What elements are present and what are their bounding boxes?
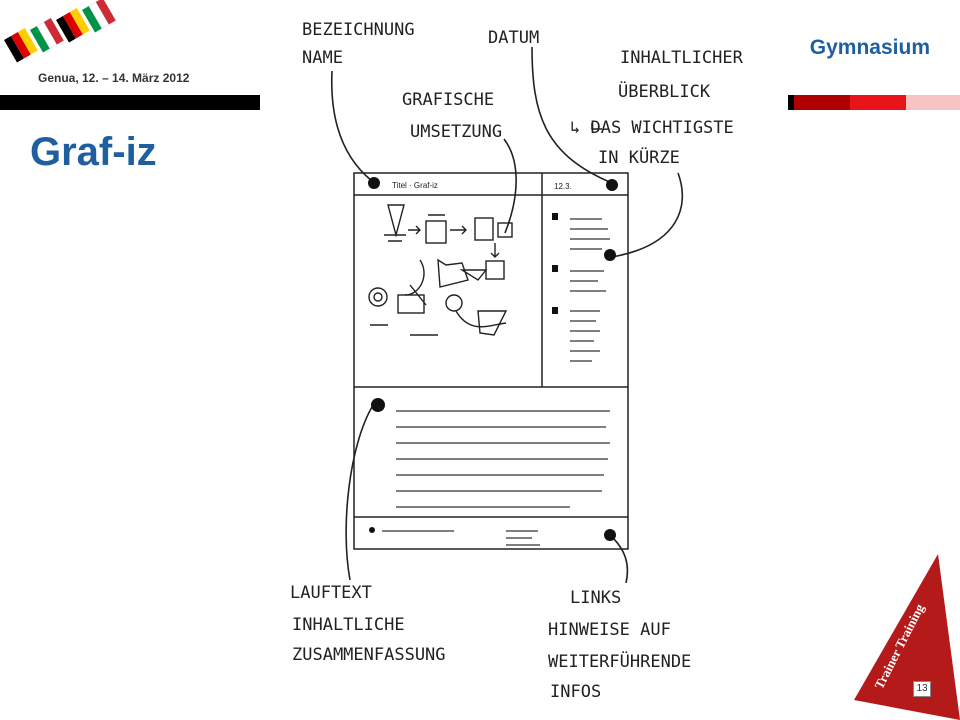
flags-logo (4, 0, 116, 63)
label-wichtigste: ↳ DAS WICHTIGSTE (570, 118, 734, 138)
header-bar-left (0, 95, 260, 110)
label-infos: INFOS (550, 682, 601, 702)
label-ueberblick: ÜBERBLICK (618, 80, 711, 102)
label-bezeichnung: BEZEICHNUNG (302, 20, 415, 40)
label-links: LINKS (570, 588, 621, 608)
label-zusammenfassung: ZUSAMMENFASSUNG (292, 645, 446, 665)
label-hinweise: HINWEISE AUF (548, 620, 671, 640)
label-inhaltliche: INHALTLICHE (292, 615, 405, 635)
box-heading: Titel · Graf-iz (392, 181, 438, 190)
label-name: NAME (302, 48, 343, 68)
label-in-kuerze: IN KÜRZE (598, 146, 680, 168)
label-lauftext: LAUFTEXT (290, 583, 372, 603)
event-date: Genua, 12. – 14. März 2012 (38, 71, 190, 85)
label-weiterfuehrende: WEITERFÜHRENDE (548, 650, 691, 672)
trainer-triangle (854, 554, 960, 720)
sketch-diagram: BEZEICHNUNG NAME DATUM INHALTLICHER ÜBER… (290, 20, 744, 702)
slide-title: Graf-iz (30, 130, 157, 174)
label-umsetzung: UMSETZUNG (410, 122, 502, 142)
school-name: Gymnasium (809, 36, 930, 59)
label-inhaltlicher: INHALTLICHER (620, 48, 744, 68)
trainer-training-badge: Trainer Training (850, 550, 960, 720)
label-grafische: GRAFISCHE (402, 90, 494, 110)
header-bar-right (788, 95, 960, 110)
box-date: 12.3. (554, 182, 572, 191)
label-datum: DATUM (488, 28, 539, 48)
slide-number: 13 (913, 681, 931, 697)
